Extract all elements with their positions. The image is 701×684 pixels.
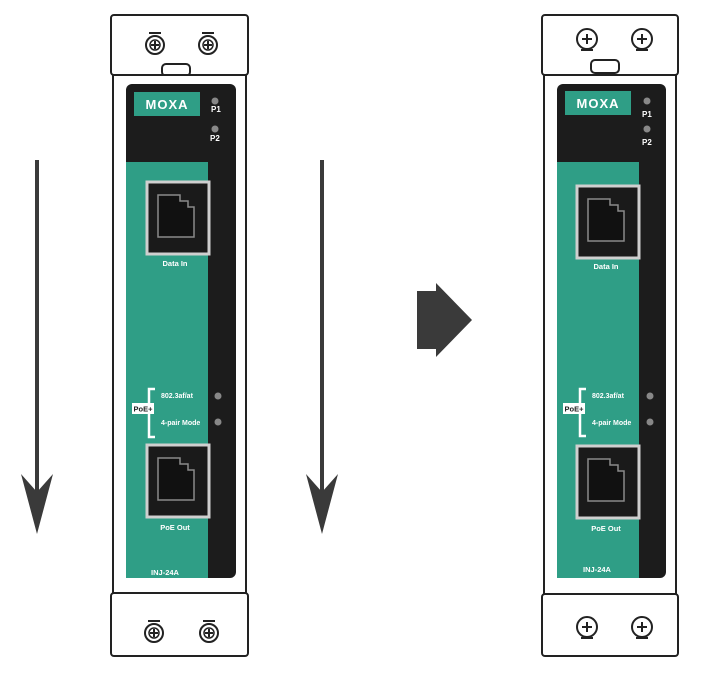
led-p2-label: P2 — [210, 134, 220, 143]
device-left: MOXA P1 P2 Data In PoE+ 802.3af/at 4-pai… — [110, 14, 249, 657]
arrow-down-icon — [306, 160, 338, 534]
logo-panel — [565, 91, 631, 115]
led-p2 — [211, 125, 219, 133]
din-clip — [590, 59, 620, 74]
screw-icon — [145, 32, 165, 55]
poe-standard-label: 802.3af/at — [592, 393, 625, 400]
led-p1 — [211, 97, 219, 105]
led-p2-label: P2 — [642, 138, 652, 147]
brand-logo: MOXA — [146, 97, 189, 112]
model-label: INJ-24A — [151, 568, 180, 577]
bottom-mounting-bracket — [110, 592, 249, 657]
logo-panel — [134, 92, 200, 116]
screw-icon — [576, 616, 598, 639]
screw-icon — [576, 28, 598, 51]
data-in-label: Data In — [162, 259, 187, 268]
bottom-mounting-bracket — [541, 593, 679, 657]
poe-out-label: PoE Out — [591, 524, 621, 533]
poe-out-label: PoE Out — [160, 523, 190, 532]
led-p1-label: P1 — [642, 110, 652, 119]
led-poe-mode — [646, 418, 654, 426]
screw-icon — [144, 620, 164, 643]
arrow-down-icon — [21, 160, 53, 534]
poe-standard-label: 802.3af/at — [161, 393, 194, 400]
arrow-right-icon — [417, 283, 472, 357]
data-in-label: Data In — [593, 262, 618, 271]
device-right: MOXA P1 P2 Data In PoE+ 802.3af/at 4-pai… — [541, 14, 679, 657]
poe-badge — [563, 403, 585, 414]
poe-badge-label: PoE+ — [134, 405, 154, 414]
poe-mode-label: 4-pair Mode — [592, 420, 631, 427]
led-poe-standard — [646, 392, 654, 400]
led-p2 — [643, 125, 651, 133]
model-label: INJ-24A — [583, 565, 612, 574]
screw-icon — [199, 620, 219, 643]
screw-icon — [198, 32, 218, 55]
screw-icon — [631, 616, 653, 639]
led-poe-standard — [214, 392, 222, 400]
screw-icon — [631, 28, 653, 51]
led-poe-mode — [214, 418, 222, 426]
poe-mode-label: 4-pair Mode — [161, 420, 200, 427]
led-p1 — [643, 97, 651, 105]
brand-logo: MOXA — [577, 96, 620, 111]
poe-badge — [132, 403, 154, 414]
led-p1-label: P1 — [211, 105, 221, 114]
poe-badge-label: PoE+ — [565, 405, 585, 414]
